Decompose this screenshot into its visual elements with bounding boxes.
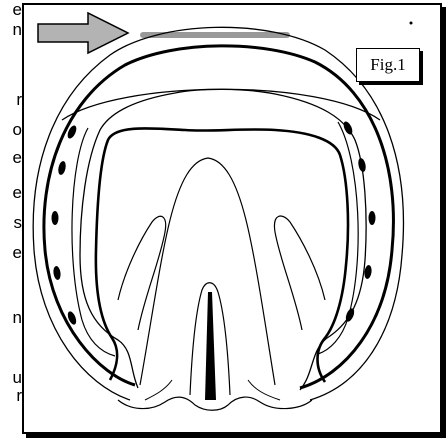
shoe-branch-left <box>72 128 115 356</box>
figure-label: Fig.1 <box>356 48 420 82</box>
corner-dot <box>410 22 413 25</box>
nail-hole <box>369 211 376 225</box>
bar-left <box>118 216 166 330</box>
shoe-branch-right <box>318 122 358 354</box>
nail-hole <box>53 266 62 281</box>
nail-hole <box>357 157 367 172</box>
nail-hole <box>52 211 59 225</box>
arrow-right-icon <box>38 13 128 53</box>
nail-hole <box>57 160 67 175</box>
central-sulcus <box>205 292 216 400</box>
bar-right <box>274 216 325 330</box>
horseshoe-inner <box>80 89 366 390</box>
